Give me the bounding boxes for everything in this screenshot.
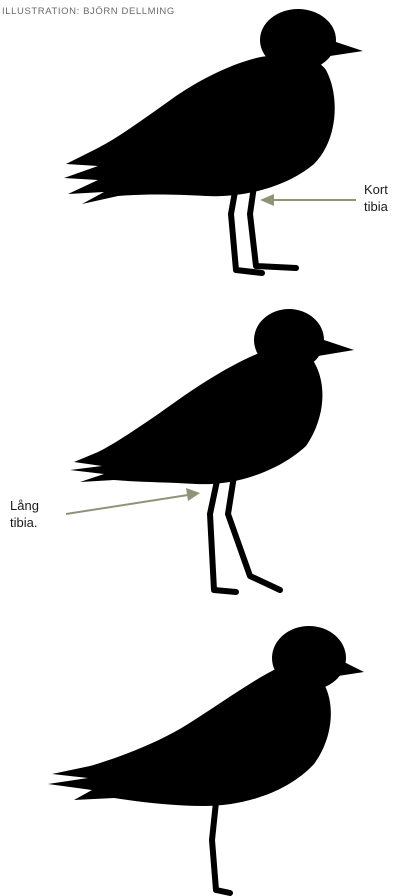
bird-legs-bottom: [212, 802, 230, 893]
label-kort-line2: tibia: [364, 198, 388, 215]
label-lang-tibia: Lång tibia.: [10, 497, 39, 531]
bird-silhouette-bottom: [48, 626, 364, 806]
bird-legs-long-tibia: [210, 476, 280, 592]
arrow-kort-tibia: [260, 194, 356, 206]
arrow-lang-tibia: [66, 488, 200, 514]
bird-silhouette-long-tibia: [70, 309, 354, 484]
label-kort-tibia: Kort tibia: [364, 181, 388, 215]
bird-silhouette-short-tibia: [64, 9, 363, 204]
label-lang-line2: tibia.: [10, 514, 39, 531]
label-lang-line1: Lång: [10, 497, 39, 514]
label-kort-line1: Kort: [364, 181, 388, 198]
